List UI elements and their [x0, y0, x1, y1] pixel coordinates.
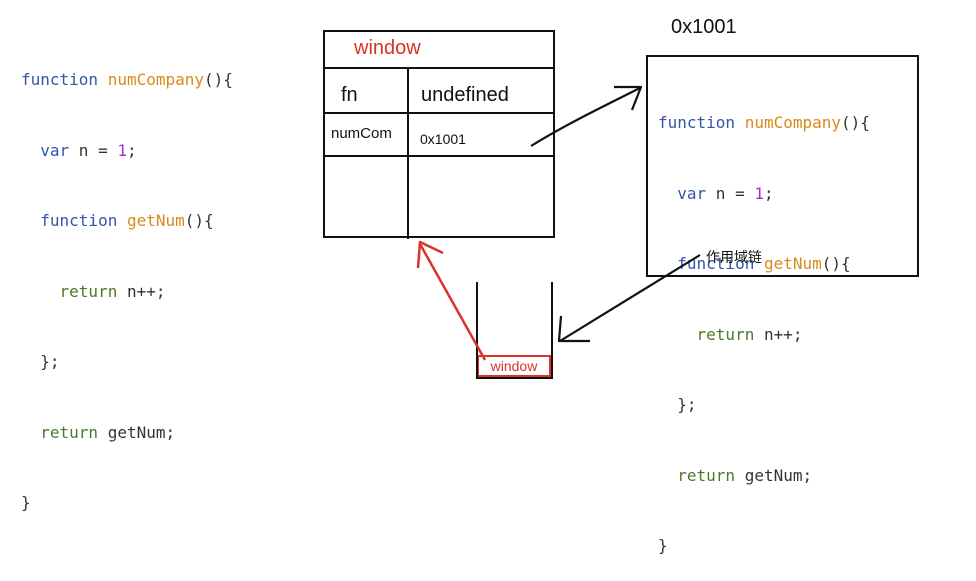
- code-text: };: [658, 395, 697, 414]
- pointer-arrow-head: [614, 85, 643, 111]
- return-keyword: return: [59, 281, 118, 301]
- code-line-7: }: [21, 491, 233, 515]
- keyword: function: [21, 70, 108, 89]
- keyword: function: [677, 254, 764, 273]
- code-text: n =: [706, 183, 755, 203]
- code-line-6: return getNum;: [21, 421, 233, 445]
- table-divider: [323, 67, 555, 69]
- code-line-5: };: [21, 350, 233, 374]
- code-line-1: function numCompany(){: [658, 111, 870, 135]
- pointer-arrow: [530, 87, 641, 147]
- scope-chain-arrow-head: [557, 315, 590, 343]
- code-line-5: };: [658, 393, 870, 417]
- table-cell-key: fn: [341, 84, 358, 106]
- code-text: (){: [184, 211, 214, 230]
- code-text: (){: [841, 113, 870, 132]
- source-code-block: function numCompany(){ var n = 1; functi…: [21, 21, 233, 538]
- code-line-2: var n = 1;: [658, 182, 870, 206]
- scope-chain-label: 作用域链: [706, 249, 762, 265]
- heap-address-label: 0x1001: [671, 16, 737, 38]
- code-text: };: [21, 352, 60, 371]
- number-literal: 1: [754, 183, 764, 203]
- keyword: var: [677, 183, 707, 203]
- code-text: getNum;: [98, 422, 176, 442]
- heap-function-box: [646, 55, 919, 277]
- function-name: numCompany: [744, 113, 842, 132]
- code-line-3: function getNum(){: [658, 252, 870, 276]
- scope-red-arrow: [418, 243, 487, 361]
- code-line-1: function numCompany(){: [21, 68, 233, 92]
- function-name: numCompany: [107, 70, 205, 89]
- code-line-2: var n = 1;: [21, 139, 233, 163]
- window-variable-table: [323, 30, 555, 238]
- code-line-3: function getNum(){: [21, 209, 233, 233]
- code-text: n++;: [754, 324, 803, 344]
- code-text: n =: [69, 140, 118, 160]
- code-text: }: [21, 493, 31, 512]
- code-line-7: }: [658, 534, 870, 558]
- table-cell-key: numCom: [331, 125, 392, 142]
- scope-red-arrow-head: [416, 240, 444, 269]
- diagram-connectors: [416, 85, 701, 379]
- heap-code-block: function numCompany(){ var n = 1; functi…: [658, 64, 870, 581]
- code-text: getNum;: [735, 465, 813, 485]
- code-line-6: return getNum;: [658, 464, 870, 488]
- table-cell-value: 0x1001: [420, 131, 466, 147]
- code-text: ;: [126, 140, 137, 160]
- code-text: ;: [763, 183, 774, 203]
- return-keyword: return: [696, 324, 755, 344]
- number-literal: 1: [117, 140, 127, 160]
- function-name: getNum: [763, 254, 822, 273]
- window-table-title: window: [354, 37, 421, 59]
- code-text: (){: [821, 254, 851, 273]
- keyword: var: [40, 140, 70, 160]
- return-keyword: return: [40, 422, 99, 442]
- code-text: (){: [204, 70, 233, 89]
- function-name: getNum: [126, 211, 185, 230]
- code-text: }: [658, 536, 668, 555]
- table-divider: [323, 112, 555, 114]
- code-text: n++;: [117, 281, 166, 301]
- code-line-4: return n++;: [21, 280, 233, 304]
- keyword: function: [658, 113, 745, 132]
- return-keyword: return: [677, 465, 736, 485]
- table-column-divider: [407, 67, 409, 239]
- table-cell-value: undefined: [421, 84, 509, 106]
- keyword: function: [40, 211, 127, 230]
- scope-chain-arrow: [559, 254, 701, 342]
- table-divider: [323, 155, 555, 157]
- code-line-4: return n++;: [658, 323, 870, 347]
